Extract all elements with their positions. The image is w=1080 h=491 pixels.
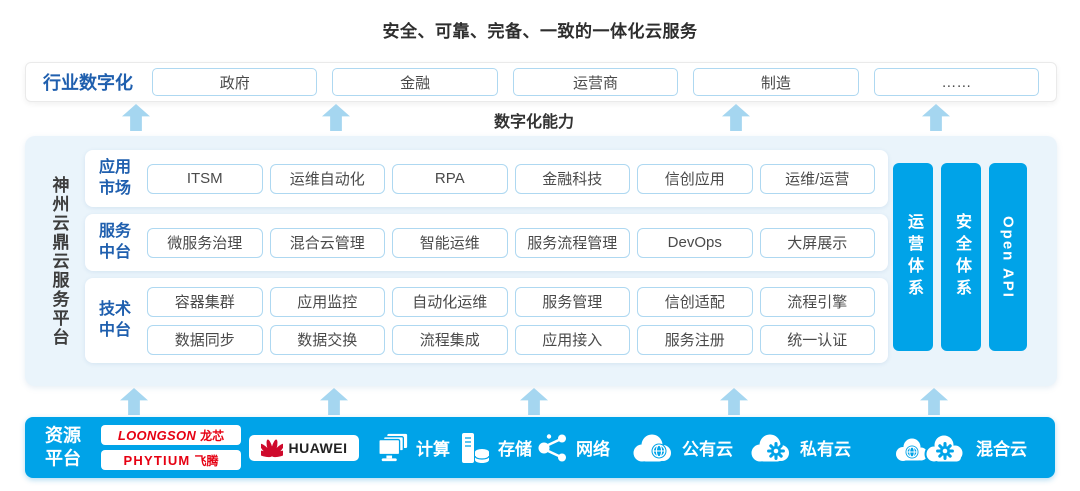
loongson-cjk: 龙芯: [200, 428, 225, 443]
storage-icon: [462, 432, 490, 463]
up-arrow-icon: [322, 104, 350, 131]
capability-chip: ITSM: [147, 163, 263, 194]
capability-chip: 容器集群: [147, 286, 263, 317]
capability-chip: 运维自动化: [269, 163, 385, 194]
capability-chip: 流程集成: [392, 324, 508, 355]
industry-chip-manufacturing: 制造: [693, 68, 859, 96]
compute-icon: [378, 433, 408, 461]
network-icon: [538, 433, 566, 461]
resource-item-label: 计算: [416, 440, 450, 459]
sidebar-operation-system: 运营体系: [893, 163, 933, 351]
capability-chip: DevOps: [637, 227, 753, 258]
resource-bar: 资源平台 LOONGSON 龙芯 PHYTIUM 飞腾 HUAWEI: [25, 417, 1055, 478]
capability-chip: 混合云管理: [269, 227, 385, 258]
capability-chip: 服务注册: [637, 324, 753, 355]
up-arrow-icon: [722, 104, 750, 131]
resource-item-compute: 计算: [377, 417, 450, 478]
sidebar-operation-system-label: 运营体系: [905, 213, 922, 301]
capability-chip: 大屏展示: [759, 227, 875, 258]
sidebar-open-api-label: Open API: [999, 215, 1017, 299]
huawei-wordmark: HUAWEI: [288, 440, 348, 456]
capability-chip: 信创适配: [637, 286, 753, 317]
resource-bar-label: 资源平台: [45, 425, 81, 469]
phytium-cjk: 飞腾: [194, 453, 219, 468]
industry-band-label: 行业数字化: [43, 73, 133, 93]
platform-name-column: 神州云鼎云服务平台: [33, 136, 85, 386]
capability-chip: 应用接入: [514, 324, 630, 355]
resource-item-network: 网络: [537, 417, 610, 478]
platform-panel: 神州云鼎云服务平台 应用市场 ITSM 运维自动化 RPA 金融科技 信创应用 …: [25, 136, 1057, 386]
up-arrow-icon: [120, 388, 148, 415]
capability-chip: 统一认证: [759, 324, 875, 355]
platform-name: 神州云鼎云服务平台: [49, 175, 69, 347]
resource-item-public-cloud: 公有云: [629, 417, 733, 478]
sidebar-security-system-label: 安全体系: [953, 213, 970, 301]
up-arrow-icon: [920, 388, 948, 415]
capability-arrow-row: 数字化能力: [0, 104, 1080, 132]
row-tech-platform: 技术中台 容器集群 应用监控 自动化运维 服务管理 信创适配 流程引擎 数据同步…: [85, 278, 888, 363]
capability-chip: 运维/运营: [759, 163, 875, 194]
capability-chip: 微服务治理: [147, 227, 263, 258]
resource-item-hybrid-cloud: 混合云: [891, 417, 1027, 478]
up-arrow-icon: [320, 388, 348, 415]
capability-label: 数字化能力: [493, 114, 575, 131]
hybrid-cloud-icon: [896, 433, 965, 463]
capability-chip: 应用监控: [269, 286, 385, 317]
up-arrow-icon: [122, 104, 150, 131]
page-title: 安全、可靠、完备、一致的一体化云服务: [382, 22, 698, 41]
capability-chip: 信创应用: [637, 163, 753, 194]
resource-item-label: 存储: [498, 440, 532, 459]
industry-band: 行业数字化 政府 金融 运营商 制造 ……: [25, 62, 1057, 102]
up-arrow-icon: [720, 388, 748, 415]
sidebar-security-system: 安全体系: [941, 163, 981, 351]
capability-chip: RPA: [392, 163, 508, 194]
sidebar-open-api: Open API: [989, 163, 1027, 351]
resource-item-storage: 存储: [459, 417, 532, 478]
resource-item-label: 私有云: [800, 440, 851, 459]
row-tech-platform-chips: 容器集群 应用监控 自动化运维 服务管理 信创适配 流程引擎 数据同步 数据交换…: [147, 286, 875, 355]
row-app-market-label: 应用市场: [99, 158, 132, 197]
row-app-market: 应用市场 ITSM 运维自动化 RPA 金融科技 信创应用 运维/运营: [85, 150, 888, 207]
phytium-logo: PHYTIUM 飞腾: [101, 450, 241, 470]
row-app-market-chips: ITSM 运维自动化 RPA 金融科技 信创应用 运维/运营: [147, 163, 875, 194]
row-tech-platform-label: 技术中台: [99, 300, 132, 339]
huawei-logo: HUAWEI: [249, 435, 359, 461]
capability-chip: 数据同步: [147, 324, 263, 355]
industry-chip-government: 政府: [152, 68, 318, 96]
resource-item-label: 公有云: [682, 440, 733, 459]
capability-chip: 金融科技: [514, 163, 630, 194]
capability-chip: 流程引擎: [759, 286, 875, 317]
private-cloud-icon: [751, 434, 789, 461]
resource-item-private-cloud: 私有云: [747, 417, 851, 478]
resource-arrow-row: [0, 388, 1080, 415]
row-service-platform: 服务中台 微服务治理 混合云管理 智能运维 服务流程管理 DevOps 大屏展示: [85, 214, 888, 271]
industry-chip-finance: 金融: [332, 68, 498, 96]
industry-chip-more: ……: [873, 68, 1040, 96]
capability-chip: 数据交换: [269, 324, 385, 355]
huawei-flower-icon: [260, 439, 283, 458]
loongson-logo: LOONGSON 龙芯: [101, 425, 241, 445]
public-cloud-icon: [633, 434, 671, 461]
capability-chip: 自动化运维: [392, 286, 508, 317]
row-service-platform-label: 服务中台: [99, 222, 132, 261]
capability-chip: 服务流程管理: [514, 227, 630, 258]
loongson-wordmark: LOONGSON: [117, 427, 197, 443]
phytium-wordmark: PHYTIUM: [123, 452, 191, 468]
up-arrow-icon: [922, 104, 950, 131]
resource-item-label: 混合云: [976, 440, 1027, 459]
industry-chip-operator: 运营商: [512, 68, 679, 96]
up-arrow-icon: [520, 388, 548, 415]
capability-chip: 智能运维: [392, 227, 508, 258]
resource-item-label: 网络: [576, 440, 610, 459]
row-service-platform-chips: 微服务治理 混合云管理 智能运维 服务流程管理 DevOps 大屏展示: [147, 227, 875, 258]
capability-chip: 服务管理: [514, 286, 630, 317]
